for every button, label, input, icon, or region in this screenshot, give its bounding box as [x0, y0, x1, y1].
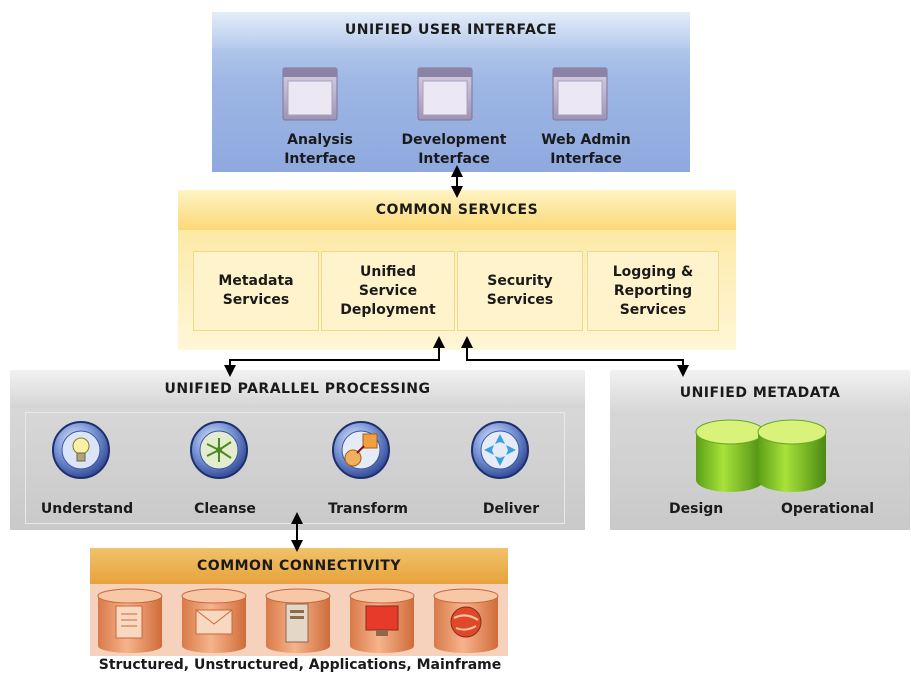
logging-line3: Services — [619, 301, 687, 318]
parallel-processing-title: UNIFIED PARALLEL PROCESSING — [10, 370, 585, 408]
development-interface-line2: Interface — [418, 151, 490, 167]
understand-label: Understand — [40, 501, 134, 517]
metadata-services-line2: Services — [222, 292, 290, 308]
server-icon — [265, 588, 331, 653]
development-interface-label: Development Interface — [384, 131, 524, 169]
development-interface-line1: Development — [401, 132, 507, 148]
lightbulb-icon — [52, 421, 110, 479]
common-services-title: COMMON SERVICES — [178, 190, 736, 230]
common-connectivity-title: COMMON CONNECTIVITY — [90, 548, 508, 584]
deliver-arrows-icon — [471, 421, 529, 479]
cleanse-label: Cleanse — [194, 501, 256, 517]
web-admin-interface-line2: Interface — [550, 151, 622, 167]
security-services-line1: Security — [487, 273, 553, 289]
structured-doc-icon — [97, 588, 163, 653]
web-admin-interface-line1: Web Admin — [541, 132, 631, 148]
metadata-database-icon — [695, 419, 827, 492]
analysis-interface-line1: Analysis — [287, 132, 353, 148]
analysis-interface-line2: Interface — [284, 151, 356, 167]
security-services-line2: Services — [486, 292, 554, 308]
transform-label: Transform — [328, 501, 408, 517]
operational-label: Operational — [781, 501, 875, 517]
cleanse-circuit-icon — [190, 421, 248, 479]
web-admin-interface-label: Web Admin Interface — [516, 131, 656, 169]
envelope-icon — [181, 588, 247, 653]
logging-line1: Logging & — [612, 263, 694, 280]
connectivity-footer: Structured, Unstructured, Applications, … — [98, 657, 502, 673]
deployment-line2: Service — [358, 282, 418, 299]
logging-line2: Reporting — [613, 282, 693, 299]
analysis-interface-label: Analysis Interface — [250, 131, 390, 169]
globe-icon — [433, 588, 499, 653]
data-sources-icons — [97, 588, 499, 653]
development-window-icon — [417, 67, 473, 121]
transform-cube-icon — [332, 421, 390, 479]
analysis-window-icon — [282, 67, 338, 121]
design-label: Design — [669, 501, 724, 517]
user-interface-title: UNIFIED USER INTERFACE — [212, 12, 690, 48]
deliver-label: Deliver — [482, 501, 540, 517]
monitor-icon — [349, 588, 415, 653]
metadata-services-line1: Metadata — [218, 273, 294, 289]
deployment-line1: Unified — [359, 263, 417, 280]
deployment-line3: Deployment — [340, 301, 436, 318]
unified-metadata-title: UNIFIED METADATA — [610, 370, 910, 416]
web-admin-window-icon — [552, 67, 608, 121]
